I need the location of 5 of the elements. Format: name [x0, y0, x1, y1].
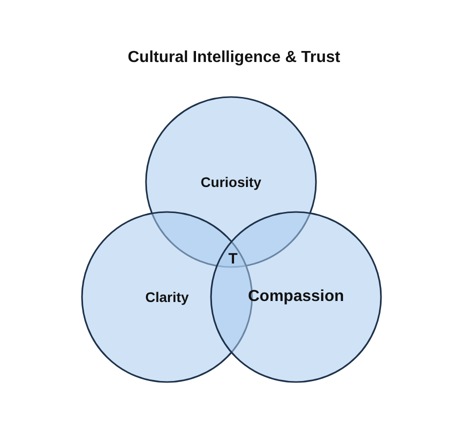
circle-label: Curiosity — [200, 174, 262, 190]
diagram-title: Cultural Intelligence & Trust — [126, 49, 342, 67]
circle-label: Clarity — [145, 289, 189, 305]
overlap-label: T — [228, 250, 238, 268]
circle-label: Compassion — [248, 288, 344, 306]
